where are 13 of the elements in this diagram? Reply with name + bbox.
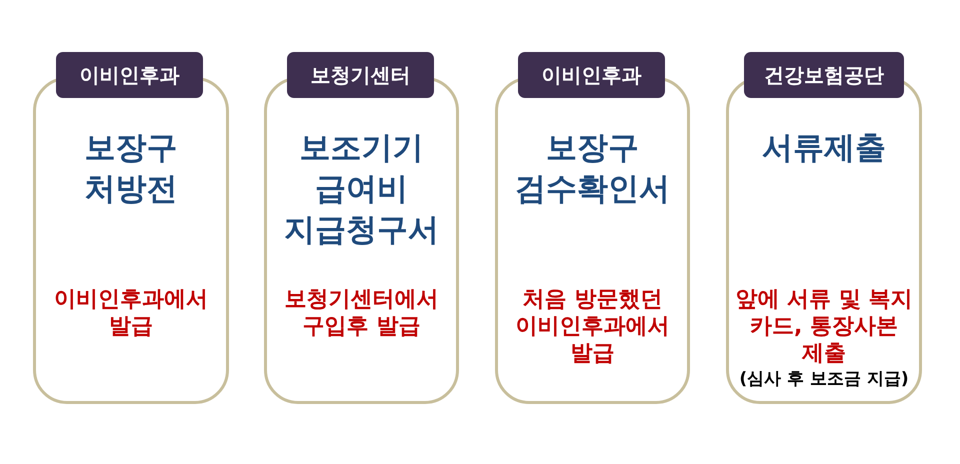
footnote-text: (심사 후 보조금 지급)	[739, 368, 909, 391]
note-text: 처음 방문했던 이비인후과에서 발급	[514, 286, 670, 367]
header-tab: 이비인후과	[56, 52, 203, 98]
document-title: 보장구 검수확인서	[514, 129, 671, 209]
header-tab: 건강보험공단	[744, 52, 904, 98]
note-text: 이비인후과에서 발급	[53, 286, 209, 340]
document-title: 보장구 처방전	[84, 129, 178, 209]
note-text: 보청기센터에서 구입후 발급	[284, 286, 440, 340]
header-tab: 보청기센터	[287, 52, 434, 98]
document-title: 서류제출	[761, 129, 887, 168]
document-title: 보조기기 급여비 지급청구서	[283, 129, 440, 250]
note-text: 앞에 서류 및 복지 카드, 통장사본 제출	[734, 286, 914, 367]
header-tab: 이비인후과	[518, 52, 665, 98]
